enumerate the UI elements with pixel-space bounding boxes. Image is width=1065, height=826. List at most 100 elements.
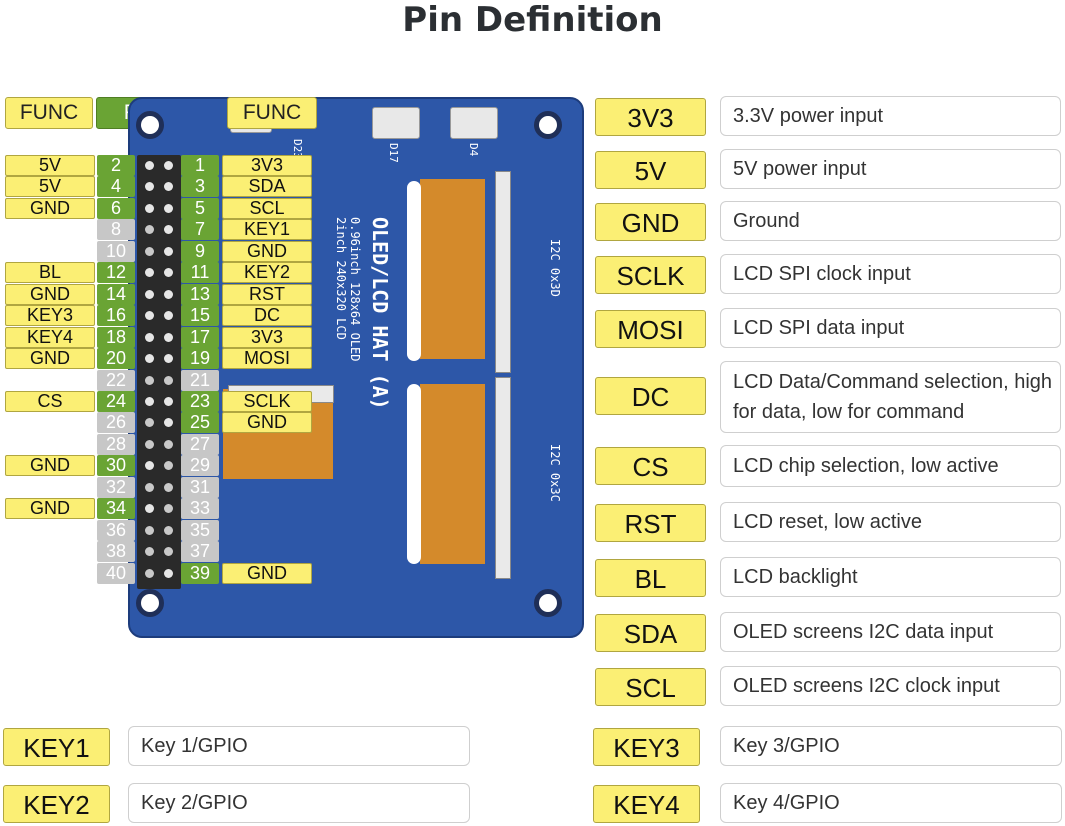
header-pin [145, 440, 154, 449]
header-pin [164, 161, 173, 170]
header-pin [145, 182, 154, 191]
left-func-label: KEY3 [5, 305, 95, 326]
header-pin [164, 397, 173, 406]
key-description: Key 1/GPIO [128, 726, 470, 766]
right-pin-number: 19 [181, 348, 219, 369]
key-description: Key 4/GPIO [720, 783, 1062, 823]
left-pin-number: 32 [97, 477, 135, 498]
header-pin [164, 182, 173, 191]
right-func-label: SCL [222, 198, 312, 219]
legend-description: LCD backlight [720, 557, 1061, 597]
legend-description: OLED screens I2C clock input [720, 666, 1061, 706]
right-pin-number: 3 [181, 176, 219, 197]
header-pin [145, 504, 154, 513]
left-pin-number: 22 [97, 370, 135, 391]
left-pin-number: 20 [97, 348, 135, 369]
right-func-label: GND [222, 563, 312, 584]
left-func-label: 5V [5, 176, 95, 197]
left-pin-number: 6 [97, 198, 135, 219]
left-func-label: GND [5, 348, 95, 369]
legend-key: GND [595, 203, 706, 241]
legend-description: LCD reset, low active [720, 502, 1061, 542]
header-pin [164, 290, 173, 299]
header-pin [164, 526, 173, 535]
page-title: Pin Definition [402, 0, 663, 40]
left-func-label: CS [5, 391, 95, 412]
header-pin [164, 461, 173, 470]
header-pin [145, 225, 154, 234]
header-pin [145, 569, 154, 578]
func-right-header: FUNC [227, 97, 317, 129]
left-func-label: GND [5, 284, 95, 305]
header-pin [145, 526, 154, 535]
legend-description: OLED screens I2C data input [720, 612, 1061, 652]
right-pin-number: 17 [181, 327, 219, 348]
header-pin [164, 440, 173, 449]
left-func-label: BL [5, 262, 95, 283]
oled-fpc [420, 179, 485, 359]
board-spec-lcd: 2inch 240x320 LCD [334, 217, 348, 340]
left-func-label: GND [5, 498, 95, 519]
header-pin [164, 333, 173, 342]
key-name: KEY2 [3, 785, 110, 823]
header-pin [145, 333, 154, 342]
header-pin [145, 418, 154, 427]
oled-connector [495, 171, 511, 373]
header-pin [145, 290, 154, 299]
func-left-header: FUNC [5, 97, 93, 129]
mount-hole [534, 589, 562, 617]
header-pin [145, 247, 154, 256]
header-pin [145, 204, 154, 213]
left-pin-number: 26 [97, 412, 135, 433]
header-pin [164, 225, 173, 234]
right-pin-number: 1 [181, 155, 219, 176]
header-pin [164, 418, 173, 427]
header-pin [164, 204, 173, 213]
mount-hole [136, 589, 164, 617]
left-pin-number: 40 [97, 563, 135, 584]
legend-key: CS [595, 447, 706, 485]
left-pin-number: 36 [97, 520, 135, 541]
left-pin-number: 10 [97, 241, 135, 262]
legend-description: LCD chip selection, low active [720, 445, 1061, 487]
legend-key: DC [595, 377, 706, 415]
right-pin-number: 7 [181, 219, 219, 240]
legend-key: BL [595, 559, 706, 597]
right-pin-number: 35 [181, 520, 219, 541]
left-func-label: KEY4 [5, 327, 95, 348]
right-pin-number: 23 [181, 391, 219, 412]
left-pin-number: 18 [97, 327, 135, 348]
key-name: KEY3 [593, 728, 700, 766]
right-func-label: GND [222, 241, 312, 262]
legend-description: LCD Data/Command selection, high for dat… [720, 361, 1061, 433]
left-pin-number: 4 [97, 176, 135, 197]
right-func-label: MOSI [222, 348, 312, 369]
key-name: KEY1 [3, 728, 110, 766]
legend-key: 3V3 [595, 98, 706, 136]
right-pin-number: 37 [181, 541, 219, 562]
right-func-label: KEY2 [222, 262, 312, 283]
right-pin-number: 25 [181, 412, 219, 433]
right-pin-number: 29 [181, 455, 219, 476]
right-func-label: SDA [222, 176, 312, 197]
right-func-label: KEY1 [222, 219, 312, 240]
mount-hole [136, 111, 164, 139]
header-pin [145, 161, 154, 170]
header-pin [145, 311, 154, 320]
legend-description: 3.3V power input [720, 96, 1061, 136]
mount-hole [534, 111, 562, 139]
i2c-address-top: I2C 0x3D [548, 239, 562, 297]
legend-key: SCLK [595, 256, 706, 294]
right-func-label: RST [222, 284, 312, 305]
right-pin-number: 5 [181, 198, 219, 219]
lcd-connector [495, 377, 511, 579]
switch-label: D17 [387, 143, 400, 163]
header-pin [145, 397, 154, 406]
left-func-label: GND [5, 455, 95, 476]
left-pin-number: 28 [97, 434, 135, 455]
header-pin [145, 483, 154, 492]
legend-description: 5V power input [720, 149, 1061, 189]
header-pin [145, 354, 154, 363]
legend-key: SDA [595, 614, 706, 652]
header-pin [164, 268, 173, 277]
